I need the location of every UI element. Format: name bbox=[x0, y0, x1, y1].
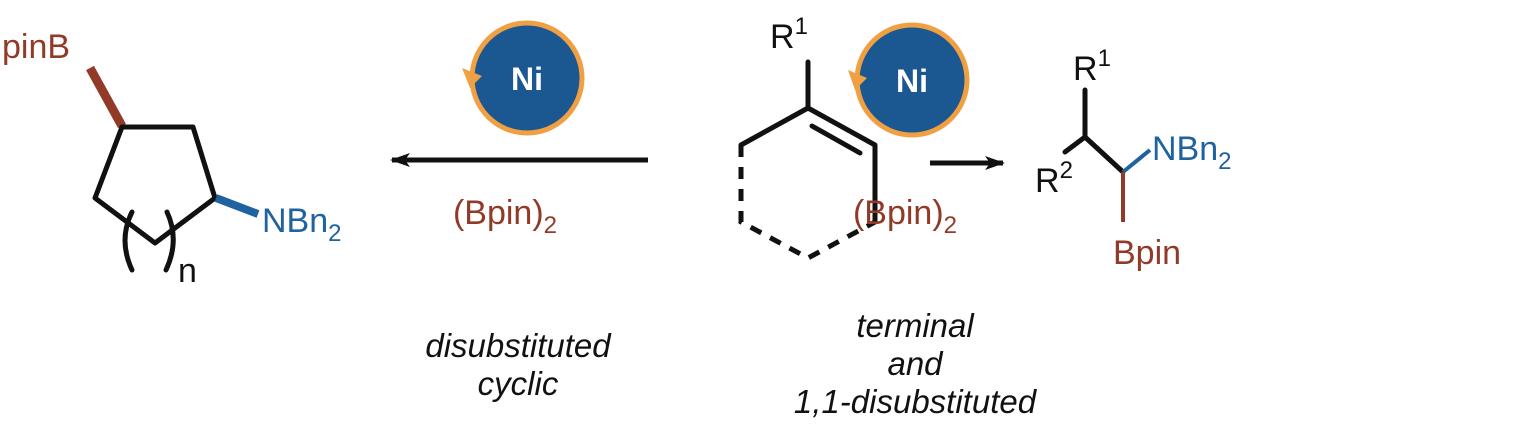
ni-label: Ni bbox=[896, 63, 928, 99]
scope-and: and bbox=[887, 345, 944, 382]
cycle-arrow-icon bbox=[462, 68, 482, 88]
bpin-label: Bpin bbox=[1113, 234, 1181, 272]
bpin2-reagent-label: (Bpin)2 bbox=[453, 194, 557, 239]
double-bond bbox=[809, 123, 863, 156]
r2-label: R2 bbox=[1035, 157, 1073, 200]
scope-disubstituted: disubstituted bbox=[425, 327, 612, 364]
left-reaction-arrow: Ni (Bpin)2 disubstituted cyclic bbox=[390, 20, 648, 402]
boron-wedge-bond bbox=[86, 65, 126, 129]
nitrogen-bond bbox=[1121, 148, 1152, 174]
right-product-acyclic-aminoboronate: R1 R2 NBn2 Bpin bbox=[1035, 45, 1232, 272]
left-product-cyclic-aminoboronate: pinB n NBn2 bbox=[2, 28, 342, 290]
dashed-ring-bonds bbox=[738, 145, 877, 261]
nbn2-label: NBn2 bbox=[262, 202, 342, 247]
cycle-arrow-icon bbox=[848, 70, 867, 90]
alkene-substrate: R1 bbox=[738, 13, 878, 261]
pinb-label: pinB bbox=[2, 28, 70, 66]
nbn2-label: NBn2 bbox=[1152, 130, 1232, 175]
r1-label: R1 bbox=[1073, 45, 1111, 88]
right-reaction-arrow: Ni (Bpin)2 terminal and 1,1-disubstitute… bbox=[794, 22, 1038, 420]
ring-index-n: n bbox=[178, 252, 197, 290]
ring-bonds bbox=[92, 124, 218, 246]
bpin2-reagent-label: (Bpin)2 bbox=[853, 194, 957, 239]
ni-label: Ni bbox=[511, 61, 543, 97]
r1-label: R1 bbox=[770, 13, 808, 56]
scope-cyclic: cyclic bbox=[478, 365, 559, 402]
scope-1-1-disubstituted: 1,1-disubstituted bbox=[794, 383, 1038, 420]
scope-terminal: terminal bbox=[856, 307, 975, 344]
right-paren bbox=[163, 209, 176, 273]
nitrogen-wedge-bond bbox=[214, 194, 260, 218]
left-paren bbox=[122, 209, 135, 273]
